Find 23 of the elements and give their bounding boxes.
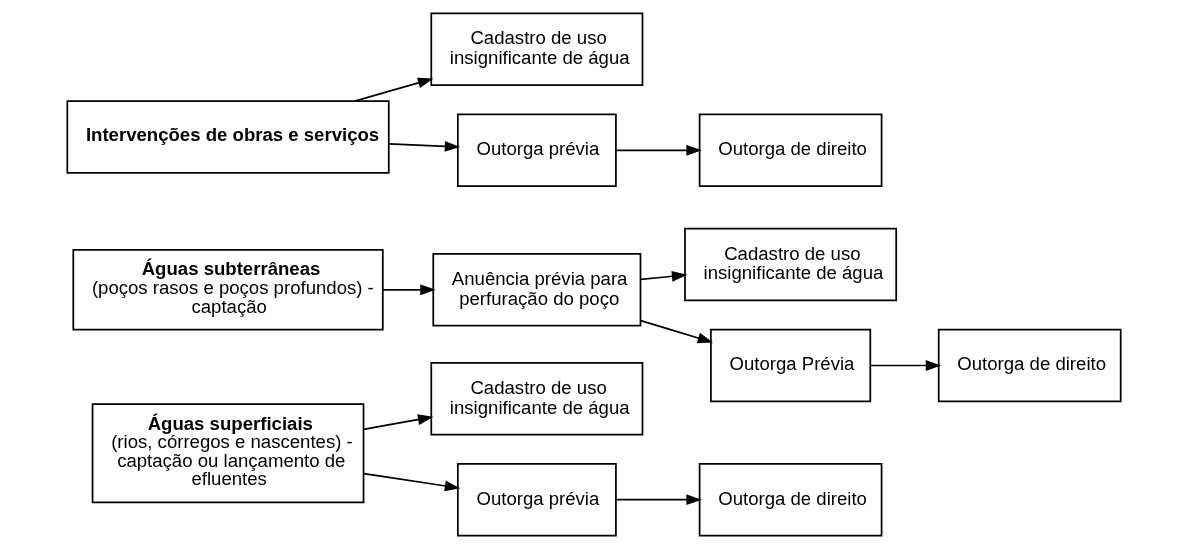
node-box: Intervenções de obras e serviços (65, 100, 390, 174)
node-box: Cadastro de uso insignificante de água (683, 227, 897, 302)
node-box: Águas superficiais (rios, córregos e nascentes) - captação ou lançamento de efluentes (91, 403, 364, 504)
node-box: Outorga de direito (698, 113, 882, 188)
arrow (387, 140, 460, 152)
node-box: Outorga de direito (937, 328, 1122, 403)
arrow (614, 494, 702, 506)
arrow (353, 77, 433, 102)
arrow (639, 270, 687, 282)
arrow (639, 319, 713, 344)
node-box: Outorga prévia (456, 462, 617, 537)
arrow (362, 414, 433, 431)
arrow (381, 284, 436, 296)
node-box: Águas subterrâneas (poços rasos e poços profundos) - captação (71, 249, 384, 331)
arrow (362, 472, 460, 492)
node-box: Cadastro de uso insignificante de água (429, 12, 643, 87)
node-box: Outorga Prévia (709, 328, 871, 403)
arrow (614, 144, 702, 156)
node-box: Anuência prévia para perfuração do poço (431, 253, 641, 327)
node-box: Outorga prévia (456, 113, 617, 188)
node-box: Outorga de direito (698, 462, 882, 537)
arrow (869, 360, 941, 371)
node-box: Cadastro de uso insignificante de água (429, 361, 643, 436)
